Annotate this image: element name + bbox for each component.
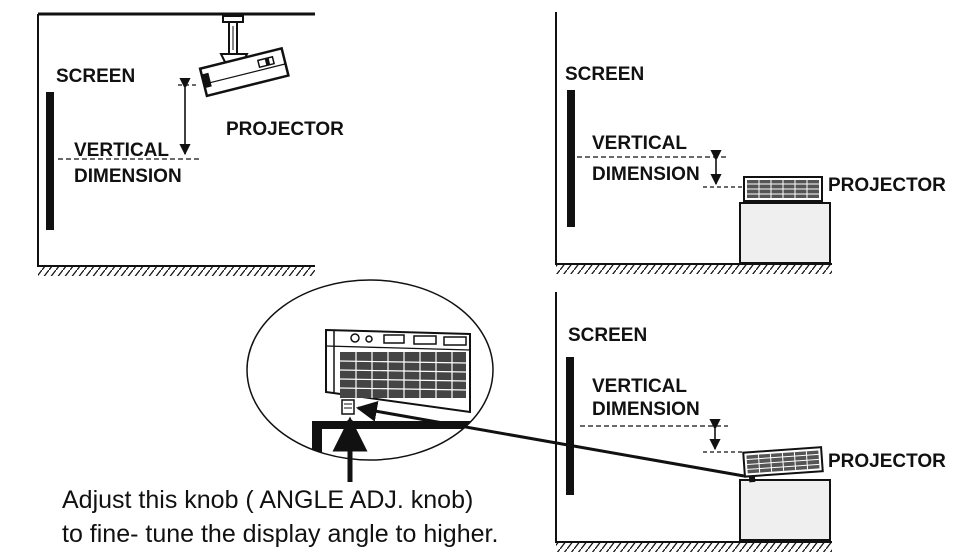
table-box <box>739 479 831 541</box>
panel-ceiling-mount: SCREEN VERTICAL DIMENSION PROJECTOR <box>37 12 344 276</box>
screen-bar <box>566 357 574 495</box>
projector-label: PROJECTOR <box>226 119 344 140</box>
table-projector <box>743 176 823 202</box>
screen-label: SCREEN <box>56 66 135 87</box>
vertical-label: VERTICAL <box>592 133 687 154</box>
screen-label: SCREEN <box>568 325 647 346</box>
caption-line-1: Adjust this knob ( ANGLE ADJ. knob) <box>62 486 473 514</box>
panel-angle-adjust: SCREEN VERTICAL DIMENSION PROJECTOR <box>555 292 946 552</box>
screen-bar <box>46 92 54 230</box>
projector-label: PROJECTOR <box>828 175 946 196</box>
floor-hatch <box>38 267 315 276</box>
zoomed-projector-closeup <box>312 328 490 460</box>
callout-leader-line <box>355 400 745 478</box>
dimension-label: DIMENSION <box>592 399 700 420</box>
tilted-projector <box>742 446 824 483</box>
panel-table-mount: SCREEN VERTICAL DIMENSION PROJECTOR <box>555 12 946 274</box>
table-box <box>739 202 831 264</box>
dimension-label: DIMENSION <box>592 164 700 185</box>
vertical-label: VERTICAL <box>74 140 169 161</box>
dimension-label: DIMENSION <box>74 166 182 187</box>
floor-hatch <box>556 265 832 274</box>
projector-label: PROJECTOR <box>828 451 946 472</box>
screen-bar <box>567 90 575 227</box>
ceiling-projector <box>198 46 290 98</box>
vertical-label: VERTICAL <box>592 376 687 397</box>
zoom-callout <box>246 279 745 482</box>
screen-label: SCREEN <box>565 64 644 85</box>
caption-line-2: to fine- tune the display angle to highe… <box>62 520 498 548</box>
floor-hatch <box>556 543 832 552</box>
